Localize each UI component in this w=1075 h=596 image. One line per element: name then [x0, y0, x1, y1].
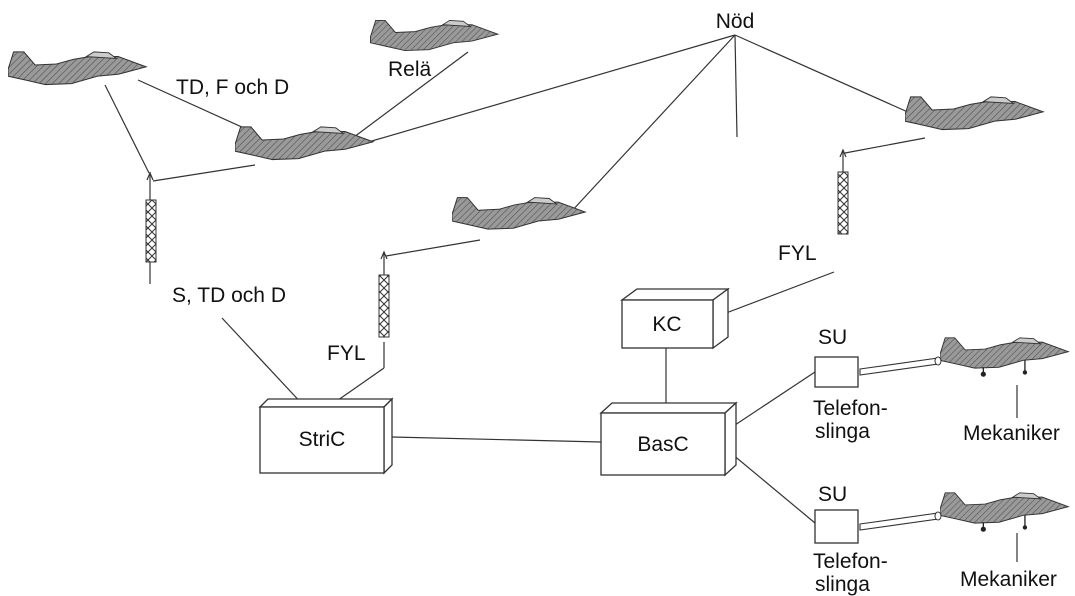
jet-aircraft-icon	[452, 197, 586, 230]
jet-aircraft-icon	[940, 492, 1070, 533]
rela-label: Relä	[388, 58, 432, 81]
fyl-right-label: FYL	[778, 242, 817, 265]
basc-label: BasC	[637, 433, 688, 456]
kc-label: KC	[652, 313, 681, 336]
antenna-mast-icon	[145, 171, 157, 263]
antenna-mast-icon	[837, 148, 849, 235]
nod-label: Nöd	[716, 10, 755, 33]
jet-aircraft-icon	[940, 337, 1070, 378]
stric-box: StriC	[258, 397, 394, 475]
su-box-top	[814, 356, 859, 388]
td-f-och-d-label: TD, F och D	[176, 76, 289, 99]
su-box-bottom	[814, 509, 859, 544]
jet-aircraft-icon	[8, 51, 147, 86]
fyl-left-label: FYL	[327, 342, 366, 365]
jet-aircraft-icon	[905, 96, 1044, 131]
telefon-top-line1: Telefon-	[813, 397, 888, 420]
mekaniker-bottom-label: Mekaniker	[960, 568, 1057, 591]
telefon-bottom-line2: slinga	[815, 573, 870, 596]
phone-cable-icon	[859, 356, 942, 376]
basc-box: BasC	[599, 401, 738, 477]
stric-label: StriC	[299, 428, 346, 451]
antenna-mast-icon	[378, 250, 390, 338]
kc-box: KC	[620, 287, 730, 350]
jet-aircraft-icon	[370, 19, 499, 52]
su-top-label: SU	[818, 326, 847, 349]
su-bottom-label: SU	[818, 483, 847, 506]
phone-cable-icon	[859, 511, 942, 531]
jet-aircraft-icon	[235, 126, 374, 161]
telefon-top-line2: slinga	[815, 420, 870, 443]
mekaniker-top-label: Mekaniker	[963, 422, 1060, 445]
s-td-och-d-label: S, TD och D	[172, 284, 286, 307]
telefon-bottom-line1: Telefon-	[813, 550, 888, 573]
